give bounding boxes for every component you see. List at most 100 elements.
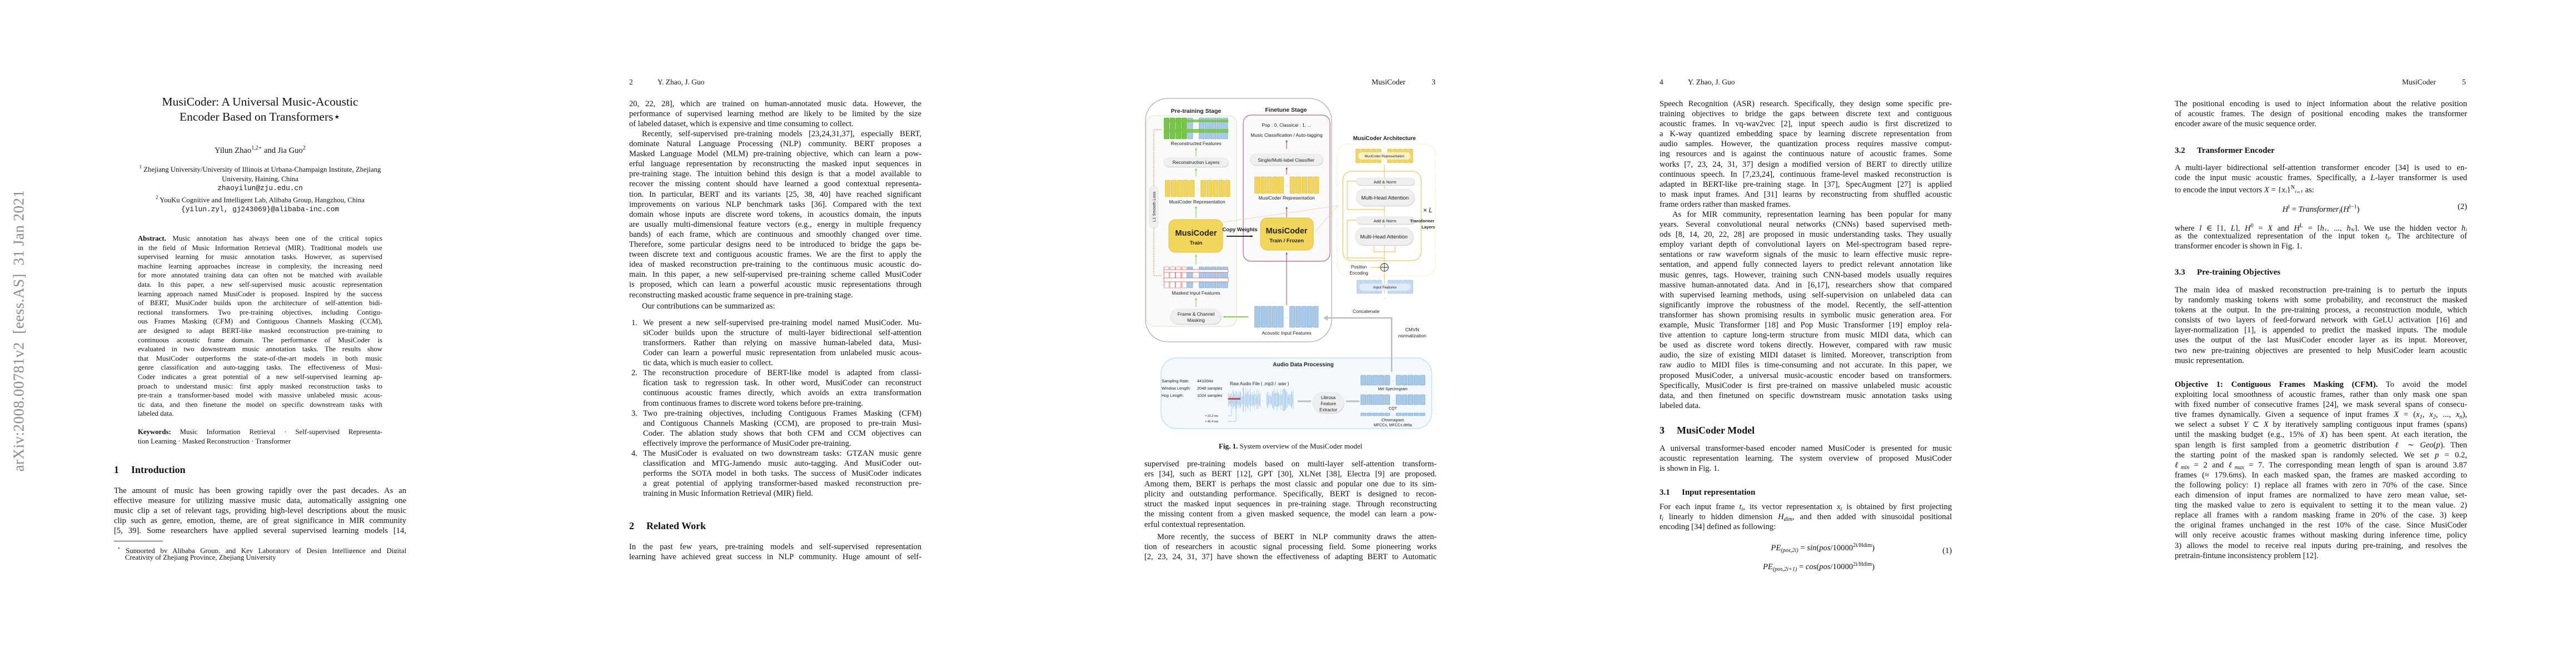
architecture-title: MusiCoder Architecture bbox=[1353, 136, 1416, 142]
email-link[interactable]: {yilun.zyl, gj243069}@alibaba-inc.com bbox=[181, 205, 340, 214]
text-run: , bbox=[2422, 410, 2430, 420]
text-run-sup: 2i/Hdim bbox=[1853, 542, 1872, 549]
paragraph: supervised pre-training models based on … bbox=[1144, 459, 1437, 530]
paragraph: Recently, self-supervised pre-training m… bbox=[629, 129, 921, 300]
text-run: ⊂ bbox=[2248, 420, 2264, 430]
chromagram-features-bar bbox=[1366, 412, 1372, 416]
text-line: dominate Natural Language Processing (NL… bbox=[629, 140, 921, 149]
text-line: erful contextual representation. bbox=[1144, 520, 1245, 529]
list-item: 4.The MusiCoder is evaluated on two down… bbox=[631, 449, 921, 499]
text-line: Our contributions can be summarized as: bbox=[642, 302, 775, 311]
musicoder-frozen-title: MusiCoder bbox=[1266, 227, 1308, 236]
text-run: ]. We use the hidden vector bbox=[2354, 224, 2462, 232]
paragraph: Our contributions can be summarized as: bbox=[629, 301, 921, 311]
mask-band bbox=[1163, 277, 1229, 282]
text-run-sub: 1 bbox=[2419, 414, 2423, 420]
subsection-number: 3.3 bbox=[2175, 268, 2185, 277]
text-line: siCoder builds upon the structure of mul… bbox=[643, 328, 921, 338]
text-line: the following policy: 1) replace all fra… bbox=[2175, 480, 2467, 490]
text-line: acoustic representation learning. The sy… bbox=[1660, 454, 1952, 464]
text-line: 3) allows the model to receive real inpu… bbox=[2175, 541, 2467, 550]
mel-spectrogram-features-bar bbox=[1384, 375, 1390, 386]
text-line: proposed MusiCoder, a universal music-ac… bbox=[1660, 371, 1952, 380]
text-run-b: Abstract. bbox=[138, 235, 166, 242]
paragraph: 20, 22, 28], which are trained on human-… bbox=[629, 99, 921, 129]
text-line: example, Music Transformer [18] and Pop … bbox=[1660, 321, 1952, 330]
cqt-features-bar bbox=[1372, 394, 1378, 405]
musicoder-representation-bar bbox=[1177, 180, 1183, 197]
text-line: effectively improve the performance of M… bbox=[643, 439, 851, 448]
multi-head-attention-box bbox=[1356, 188, 1415, 206]
text-run-sub: n bbox=[2459, 414, 2463, 420]
text-line: sentations or raw waveform signals of th… bbox=[1660, 250, 1952, 260]
text-run: = bbox=[1797, 563, 1806, 571]
text-run: ) bbox=[1872, 563, 1875, 571]
affiliation-text: YouKu Cognitive and Intelligent Lab, Ali… bbox=[160, 196, 365, 205]
section-number: 3 bbox=[1660, 425, 1665, 436]
chromagram-features-bar bbox=[1413, 412, 1419, 416]
acoustic-input-features-bar bbox=[1295, 306, 1301, 328]
text-run: ], bbox=[2235, 224, 2245, 232]
text-run-i: ℓ bbox=[2395, 440, 2402, 450]
text-line: of acoustic frames. The design of positi… bbox=[2175, 109, 2467, 119]
text-run-i: x bbox=[2429, 410, 2433, 420]
text-line: encoding [34] defined as following: bbox=[1660, 522, 1776, 532]
audio-param-name: Sampling Rate: bbox=[1162, 379, 1189, 384]
ellipsis-icon: ... bbox=[1285, 316, 1288, 319]
musicoder-representation-bar bbox=[1183, 180, 1189, 197]
text-line: continuous acoustic frame domain. The pe… bbox=[138, 336, 382, 344]
reconstruction-layers-label: Reconstruction Layers bbox=[1173, 160, 1220, 165]
text-run: , its vector representation bbox=[1743, 502, 1837, 511]
text-line: to mask input frames. And [31] learns by… bbox=[1660, 190, 1952, 199]
text-line: recover the missing content should have … bbox=[629, 180, 921, 189]
librosa-label: Feature bbox=[1321, 401, 1336, 406]
acoustic-input-features-bar bbox=[1307, 306, 1313, 328]
text-line: ti linearly to hidden dimension Hdim, an… bbox=[1660, 512, 1952, 522]
text-run: /10000 bbox=[1830, 544, 1853, 552]
text-run: the starting point of the masked span is… bbox=[2175, 450, 2435, 460]
paragraph: Speech Recognition (ASR) research. Speci… bbox=[1660, 99, 1952, 210]
mel-spectrogram-features-bar bbox=[1361, 375, 1366, 386]
keywords: Keywords: Music Information Retrieval · … bbox=[138, 427, 382, 446]
text-line: machine learning approaches increase in … bbox=[138, 262, 382, 270]
text-run-sub: 2 bbox=[2433, 414, 2436, 420]
text-line: until the masking budget (e.g., 15% of X… bbox=[2175, 430, 2467, 440]
text-run: as the contextualized representation of … bbox=[2175, 232, 2385, 241]
paragraph: The main idea of masked reconstruction p… bbox=[2175, 285, 2467, 366]
text-line: idea of masked reconstruction pre-traini… bbox=[629, 260, 921, 270]
section-title: MusiCoder Model bbox=[1677, 425, 1755, 436]
concatenate-connector bbox=[1327, 317, 1393, 372]
paragraph: As for MIR community, representation lea… bbox=[1660, 210, 1952, 411]
ellipsis-icon: ... bbox=[1383, 296, 1386, 300]
finetune-representation-bar bbox=[1278, 176, 1284, 194]
audio-param-name: Window Length: bbox=[1162, 386, 1190, 391]
text-line: we select a subset Y ⊂ X by iteratively … bbox=[2175, 420, 2467, 430]
finetune-representation-bar bbox=[1254, 176, 1260, 194]
cqt-features-bar bbox=[1361, 394, 1366, 405]
text-run: frames (≈ 179.6 bbox=[2175, 470, 2233, 480]
text-run-i: t bbox=[2385, 232, 2388, 241]
email-link[interactable]: zhaoyilun@zju.edu.cn bbox=[217, 183, 303, 192]
text-line: layer-normalization [1], is appended to … bbox=[2175, 326, 2467, 335]
text-line: improvements on various NLP benchmark ta… bbox=[629, 200, 921, 209]
text-run-i: H bbox=[2294, 224, 2300, 232]
text-run-i: X bbox=[2320, 430, 2325, 440]
text-run-sub: i=1 bbox=[2295, 190, 2303, 193]
text-line: ers [34], such as BERT [12], GPT [30], X… bbox=[1144, 470, 1437, 479]
text-run-sub: i bbox=[2285, 190, 2287, 193]
text-line: massive human-annotated data. And in [6,… bbox=[1660, 280, 1952, 290]
musicoder-train-block bbox=[1168, 219, 1223, 253]
add-norm-box bbox=[1356, 177, 1415, 186]
text-run: = { bbox=[2269, 186, 2282, 193]
input-features-overlay bbox=[1359, 283, 1411, 291]
text-line: Coder indicates a great potential of a n… bbox=[138, 372, 382, 381]
concatenate-arrowhead bbox=[1323, 315, 1328, 321]
text-run-i: L bbox=[2370, 173, 2375, 183]
librosa-extractor-box bbox=[1312, 392, 1344, 414]
text-run-sub: l bbox=[2339, 209, 2341, 215]
text-run-sub: 1 bbox=[2324, 228, 2327, 232]
text-line: span length is first sampled from a geom… bbox=[2175, 440, 2467, 450]
add-norm-box bbox=[1356, 216, 1415, 225]
title-line: Encoder Based on Transformers⋆ bbox=[180, 110, 341, 123]
mel-spectrogram-features-bar bbox=[1402, 375, 1408, 386]
